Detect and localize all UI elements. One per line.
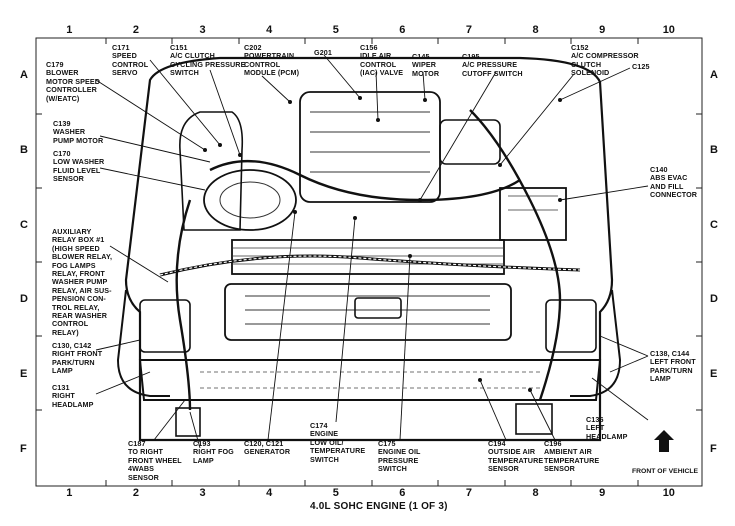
grid-column-7-top: 7 <box>465 24 473 36</box>
grid-row-C-left: C <box>20 218 28 231</box>
label-c151: C151 A/C CLUTCH CYCLING PRESSURE SWITCH <box>170 43 246 78</box>
label-c170: C170 LOW WASHER FLUID LEVEL SENSOR <box>53 149 105 184</box>
grid-column-3-bottom: 3 <box>199 487 206 499</box>
label-g201: G201 <box>314 48 332 57</box>
grid-column-6-top: 6 <box>399 24 406 36</box>
grid-row-E-left: E <box>20 368 28 380</box>
front-of-vehicle-label: FRONT OF VEHICLE <box>632 468 699 475</box>
label-c194: C194 OUTSIDE AIR TEMPERATURE SENSOR <box>488 439 544 474</box>
grid-row-A-left: A <box>20 69 28 82</box>
label-c145: C145 WIPER MOTOR <box>412 52 440 78</box>
label-c187: C187 TO RIGHT FRONT WHEEL 4WABS SENSOR <box>128 439 182 482</box>
grid-row-C-right: C <box>710 218 718 231</box>
grid-row-D-left: D <box>20 293 28 306</box>
grid-column-9-bottom: 9 <box>599 487 606 499</box>
label-c179: C179 BLOWER MOTOR SPEED CONTROLLER (W/EA… <box>46 60 101 103</box>
label-c156: C156 IDLE AIR CONTROL (IAC) VALVE <box>360 43 404 78</box>
grid-column-1-top: 1 <box>66 24 73 36</box>
label-c152: C152 A/C COMPRESSOR CLUTCH SOLENOID <box>571 43 639 78</box>
grid-row-B-right: B <box>710 144 718 156</box>
grid-column-7-bottom: 7 <box>465 487 473 499</box>
grid-column-4-bottom: 4 <box>266 487 273 499</box>
label-c138-c144: C138, C144 LEFT FRONT PARK/TURN LAMP <box>650 349 696 384</box>
grid-column-9-top: 9 <box>599 24 606 36</box>
grid-column-4-top: 4 <box>266 24 273 36</box>
grid-column-8-top: 8 <box>532 24 539 36</box>
grid-column-3-top: 3 <box>199 24 206 36</box>
diagram-caption: 4.0L SOHC ENGINE (1 OF 3) <box>310 501 448 512</box>
label-c202: C202 POWERTRAIN CONTROL MODULE (PCM) <box>244 43 300 78</box>
label-c139: C139 WASHER PUMP MOTOR <box>53 119 104 145</box>
label-c175: C175 ENGINE OIL PRESSURE SWITCH <box>378 439 421 474</box>
grid-column-10-bottom: 10 <box>662 487 675 499</box>
label-c174: C174 ENGINE LOW OIL/ TEMPERATURE SWITCH <box>310 421 366 464</box>
grid-row-E-right: E <box>710 368 718 380</box>
grid-column-10-top: 10 <box>662 24 675 36</box>
label-c120-c121: C120, C121 GENERATOR <box>244 439 291 457</box>
label-c193: C193 RIGHT FOG LAMP <box>193 439 234 465</box>
grid-column-8-bottom: 8 <box>532 487 539 499</box>
grid-column-2-top: 2 <box>132 24 140 36</box>
label-aux-relay-box: AUXILIARY RELAY BOX #1 (HIGH SPEED BLOWE… <box>52 227 113 337</box>
grid-column-5-top: 5 <box>332 24 339 36</box>
label-c196: C196 AMBIENT AIR TEMPERATURE SENSOR <box>544 439 600 474</box>
label-c136: C136 LEFT HEADLAMP <box>586 415 628 441</box>
label-c125: C125 <box>632 62 650 71</box>
label-c131: C131 RIGHT HEADLAMP <box>52 383 94 409</box>
grid-row-F-left: F <box>20 442 27 455</box>
label-c140: C140 ABS EVAC AND FILL CONNECTOR <box>650 165 698 200</box>
grid-column-1-bottom: 1 <box>66 487 73 499</box>
grid-column-2-bottom: 2 <box>132 487 140 499</box>
grid-row-F-right: F <box>710 442 717 455</box>
label-c171: C171 SPEED CONTROL SERVO <box>112 43 149 78</box>
grid-row-A-right: A <box>710 69 718 82</box>
grid-column-6-bottom: 6 <box>399 487 406 499</box>
label-c130-c142: C130, C142 RIGHT FRONT PARK/TURN LAMP <box>52 341 103 376</box>
grid-column-5-bottom: 5 <box>332 487 339 499</box>
grid-row-B-left: B <box>20 144 28 156</box>
grid-row-D-right: D <box>710 293 718 306</box>
label-c195: C195 A/C PRESSURE CUTOFF SWITCH <box>462 52 523 78</box>
